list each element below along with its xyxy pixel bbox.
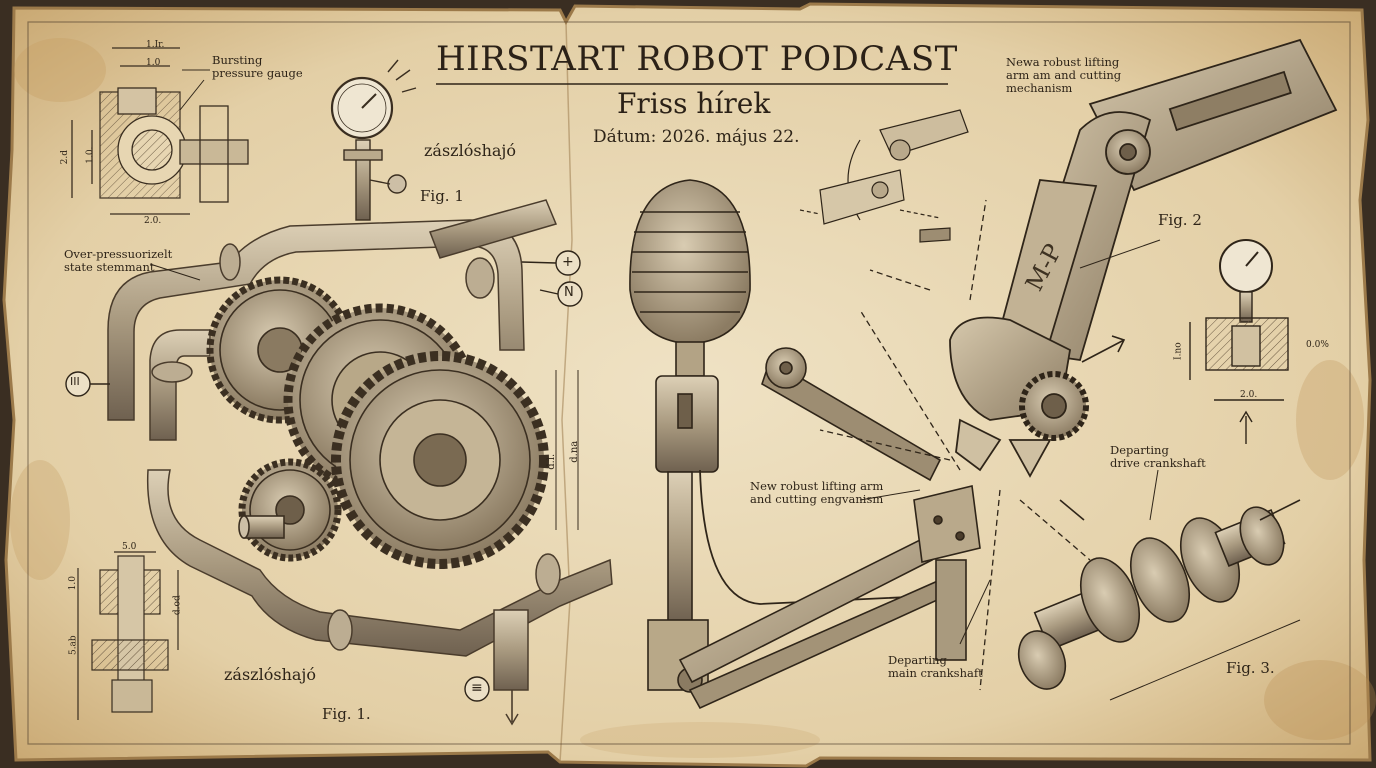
dimension-mark: 2.0. — [144, 216, 162, 226]
label-leaders — [149, 79, 1161, 645]
fig2-label: Fig. 2 — [1158, 211, 1202, 229]
border-frame — [27, 21, 1351, 745]
fig1-label-bottom: Fig. 1. — [322, 705, 371, 723]
solid-arrows — [1059, 335, 1301, 521]
valve-section-drawing — [71, 47, 249, 215]
arm-label-center: New robust lifting arm and cutting engva… — [750, 479, 884, 507]
dimension-mark: 2.0. — [1240, 390, 1258, 400]
gear-assembly — [206, 276, 579, 569]
paper-stain — [1296, 360, 1364, 480]
bursting-gauge-label: Bursting pressure gauge — [212, 53, 303, 81]
pipe-network — [107, 199, 613, 726]
motion-arrows — [819, 199, 1091, 691]
dimension-mark: 1.0 — [146, 58, 161, 68]
fig3-label: Fig. 3. — [1226, 659, 1275, 677]
dimension-mark: d.na — [569, 440, 581, 463]
cutting-mechanism-sketch — [799, 109, 969, 243]
arm-label-top-right: Newa robust lifting arm am and cutting m… — [1006, 55, 1122, 96]
callout-plus: + — [562, 254, 574, 270]
main-crankshaft-label: Departing main crankshaft — [888, 653, 983, 681]
robot-arm-drawing — [949, 38, 1338, 478]
bolt-section-drawing — [77, 551, 179, 720]
paper-stain — [10, 460, 70, 580]
dimension-mark: d.od — [172, 595, 183, 616]
flagship-label-bottom: zászlóshajó — [224, 665, 317, 684]
dimension-mark: 5.ab — [68, 635, 79, 656]
right-pressure-gauge — [1189, 239, 1289, 444]
linkage-drawing — [678, 347, 981, 710]
date-label: Dátum: 2026. május 22. — [593, 127, 800, 147]
paper-stain — [14, 38, 106, 102]
callout-three: III — [70, 375, 80, 388]
paper-crease — [559, 21, 573, 763]
page-title: HIRSTART ROBOT PODCAST — [436, 39, 958, 79]
microphone-drawing — [629, 179, 931, 693]
drive-crankshaft-label: Departing drive crankshaft — [1110, 443, 1206, 471]
overpressure-label: Over-pressuorizelt state stemmant — [64, 247, 173, 275]
dimension-mark: 5.0 — [122, 542, 137, 552]
callout-markers — [65, 250, 583, 702]
dimension-mark: 1.0. — [85, 146, 96, 164]
flagship-label-top: zászlóshajó — [424, 141, 517, 160]
dimension-mark: I.no — [1173, 342, 1184, 360]
callout-n: N — [564, 285, 574, 300]
dimension-mark: 1.0 — [67, 576, 78, 591]
fig1-label-top: Fig. 1 — [420, 187, 464, 205]
pressure-gauge — [330, 59, 417, 221]
dimension-mark: 2.d — [60, 149, 71, 165]
paper-stain — [580, 722, 820, 758]
paper-stain — [1264, 660, 1376, 740]
callout-equiv: ≡ — [471, 680, 483, 696]
dimension-mark: 0.0% — [1306, 340, 1329, 350]
dimension-mark: 1.Ir. — [146, 40, 165, 50]
page-subtitle: Friss hírek — [617, 87, 771, 120]
dimension-mark: d.l. — [546, 453, 558, 470]
crankshaft-drawing — [1017, 506, 1301, 701]
